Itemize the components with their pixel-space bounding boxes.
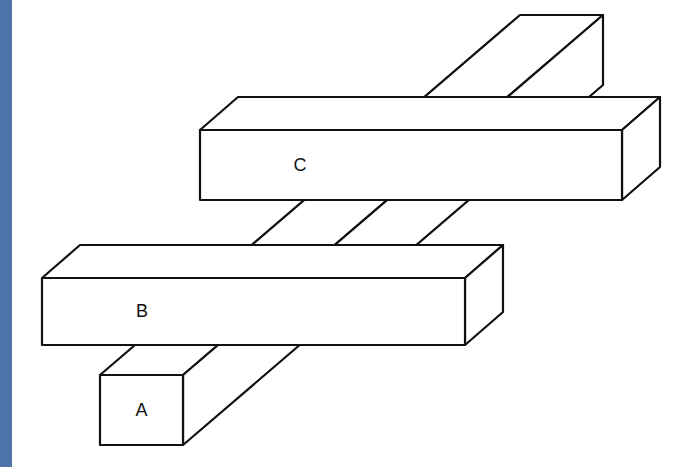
block-top bbox=[42, 245, 503, 278]
page-edge bbox=[0, 0, 12, 467]
block-label: A bbox=[135, 400, 147, 421]
block-face: A bbox=[100, 375, 183, 445]
block-c bbox=[200, 97, 660, 200]
block-label: B bbox=[136, 301, 148, 322]
block-face: B bbox=[42, 278, 242, 345]
block-side bbox=[465, 245, 503, 345]
block-front bbox=[42, 278, 465, 345]
block-front bbox=[100, 375, 183, 445]
block-top bbox=[200, 97, 660, 130]
block-side bbox=[622, 97, 660, 200]
block-b bbox=[42, 245, 503, 345]
block-front bbox=[200, 130, 622, 200]
block-a bbox=[100, 15, 603, 445]
block-label: C bbox=[294, 155, 307, 176]
block-face: C bbox=[200, 130, 400, 200]
block-side bbox=[183, 15, 603, 445]
